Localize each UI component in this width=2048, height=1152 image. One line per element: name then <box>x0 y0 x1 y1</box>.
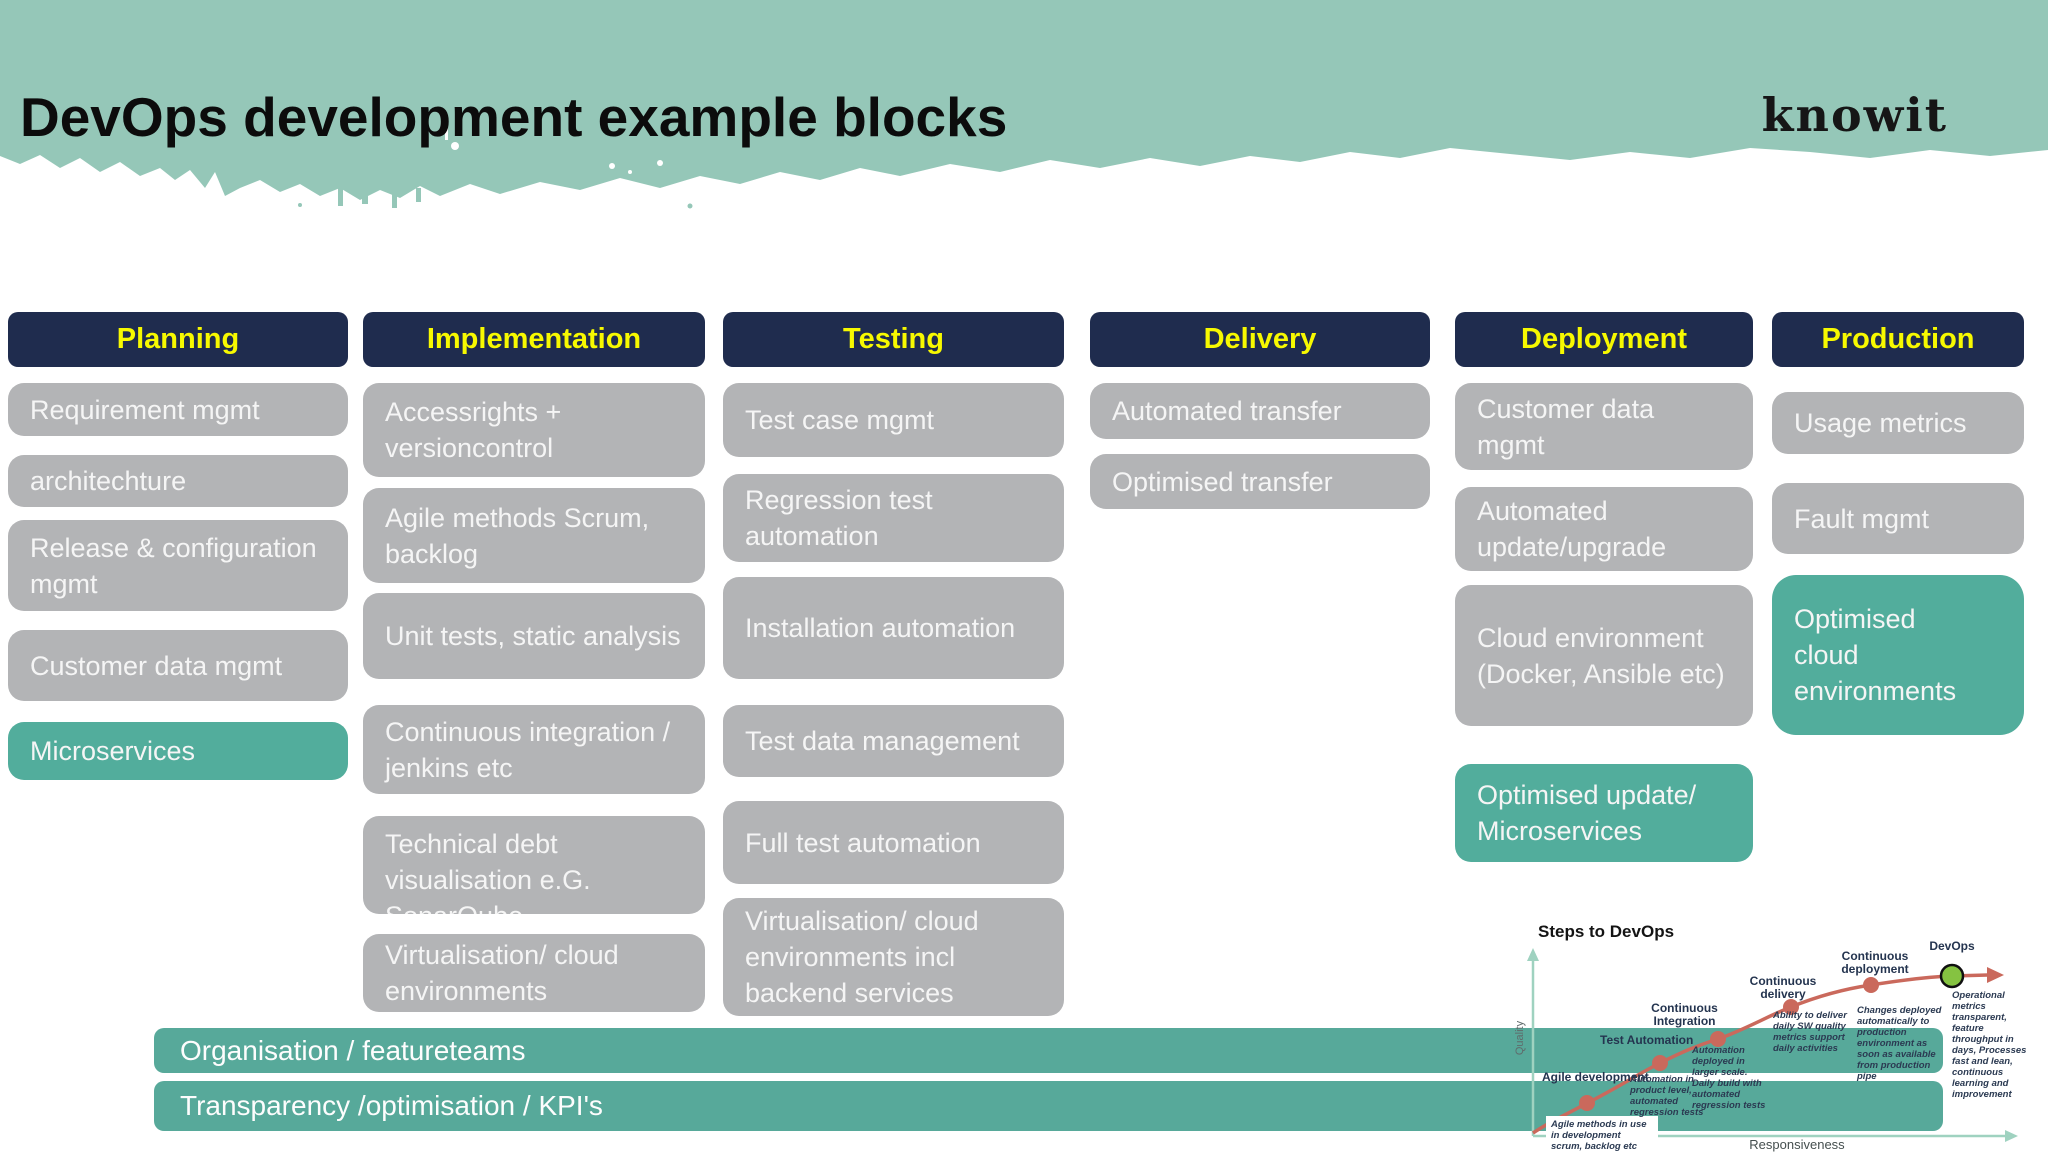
column-header-implementation: Implementation <box>363 312 705 367</box>
block-label: Virtualisation/ cloud environments <box>385 940 619 1006</box>
block-cloud-environment-docker-ansible: Cloud environment (Docker, Ansible etc) <box>1455 585 1753 726</box>
block-label: Optimised update/ Microservices <box>1477 780 1697 846</box>
block-full-test-automation: Full test automation <box>723 801 1064 884</box>
block-label: Technical debt visualisation e.G. SonarQ… <box>385 829 591 914</box>
chart-title: Steps to DevOps <box>1538 922 1675 941</box>
block-label: Optimised cloud environments <box>1794 604 1957 706</box>
block-label: Usage metrics <box>1794 408 1967 438</box>
block-installation-automation: Installation automation <box>723 577 1064 679</box>
x-axis-label: Responsiveness <box>1749 1137 1845 1152</box>
dot-agile-development <box>1579 1095 1595 1111</box>
block-agile-methods-scrum-backlog: Agile methods Scrum, backlog <box>363 488 705 583</box>
bar-organisation-featureteams: Organisation / featureteams <box>154 1028 1943 1073</box>
label-test-automation: Test Automation <box>1600 1033 1694 1047</box>
block-automated-update-upgrade: Automated update/upgrade <box>1455 487 1753 571</box>
curve-arrow <box>1987 967 2004 983</box>
block-automated-transfer: Automated transfer <box>1090 383 1430 439</box>
dot-devops <box>1939 963 1965 989</box>
column-header-production: Production <box>1772 312 2024 367</box>
dot-continuous-deployment <box>1863 977 1879 993</box>
block-test-data-management: Test data management <box>723 705 1064 777</box>
dot-test-automation <box>1652 1055 1668 1071</box>
block-label: Microservices <box>30 736 196 766</box>
block-label: Full test automation <box>745 827 981 858</box>
block-label: Cloud environment (Docker, Ansible etc) <box>1477 622 1725 689</box>
block-test-case-mgmt: Test case mgmt <box>723 383 1064 457</box>
block-requirement-mgmt: Requirement mgmt <box>8 383 348 436</box>
block-continuous-integration-jenkins: Continuous integration / jenkins etc <box>363 705 705 794</box>
block-microservices: Microservices <box>8 722 348 780</box>
block-technical-debt-sonarqube: Technical debt visualisation e.G. SonarQ… <box>363 816 705 914</box>
block-label: Customer data mgmt <box>30 650 283 681</box>
block-label: Automated transfer <box>1112 396 1342 426</box>
y-axis-arrow <box>1527 948 1539 961</box>
note-continuous-delivery: Ability to deliver daily SW quality metr… <box>1773 1010 1847 1054</box>
block-virtualisation-incl-backend: Virtualisation/ cloud environments incl … <box>723 898 1064 1016</box>
column-delivery: Delivery Automated transfer Optimised tr… <box>1090 0 1430 1152</box>
block-label: Regression test automation <box>745 485 933 551</box>
block-label: Release & configuration mgmt <box>30 532 317 599</box>
note-continuous-deployment: Changes deployed automatically to produc… <box>1857 1005 1942 1082</box>
block-label: Automated update/upgrade <box>1477 496 1667 562</box>
dot-continuous-delivery <box>1783 999 1799 1015</box>
label-continuous-deployment: Continuous deployment <box>1841 949 1909 976</box>
column-testing: Testing Test case mgmt Regression test a… <box>723 0 1064 1152</box>
block-label: Unit tests, static analysis <box>385 621 681 651</box>
label-continuous-delivery: Continuous delivery <box>1749 974 1817 1001</box>
label-devops: DevOps <box>1929 939 1975 953</box>
note-agile-development: Agile methods in use in development scru… <box>1546 1116 1658 1152</box>
note-continuous-integration: Automation deployed in larger scale. Dai… <box>1692 1045 1766 1111</box>
column-deployment: Deployment Customer data mgmt Automated … <box>1455 0 1753 1152</box>
torn-paper-band <box>0 0 2048 209</box>
note-devops: Operational metrics transparent, feature… <box>1952 990 2027 1100</box>
block-optimised-transfer: Optimised transfer <box>1090 454 1430 509</box>
column-header-testing: Testing <box>723 312 1064 367</box>
block-label: Test case mgmt <box>745 405 935 435</box>
column-header-planning: Planning <box>8 312 348 367</box>
label-agile-development: Agile development <box>1542 1070 1649 1084</box>
block-label: Requirement mgmt <box>30 394 260 425</box>
block-unit-tests-static-analysis: Unit tests, static analysis <box>363 593 705 679</box>
note-test-automation: Automation in product level, automated r… <box>1630 1074 1704 1118</box>
block-architechture: architechture <box>8 455 348 507</box>
column-implementation: Implementation Accessrights + versioncon… <box>363 0 705 1152</box>
block-release-configuration-mgmt: Release & configuration mgmt <box>8 520 348 611</box>
block-virtualisation-cloud-environments: Virtualisation/ cloud environments <box>363 934 705 1012</box>
block-regression-test-automation: Regression test automation <box>723 474 1064 562</box>
x-axis-arrow <box>2005 1130 2018 1142</box>
label-continuous-integration: Continuous Integration <box>1651 1001 1718 1028</box>
column-planning: Planning Requirement mgmt architechture … <box>8 0 348 1152</box>
block-label: Customer data mgmt <box>1477 393 1655 460</box>
steps-to-devops-chart: Steps to DevOps Quality Responsiveness A… <box>1512 914 2048 1152</box>
block-label: Continuous integration / jenkins etc <box>385 716 671 783</box>
column-production: Production Usage metrics Fault mgmt Opti… <box>1772 0 2024 1152</box>
block-optimised-cloud-environments: Optimised cloud environments <box>1772 575 2024 735</box>
block-customer-data-mgmt-deploy: Customer data mgmt <box>1455 383 1753 470</box>
knowit-logo: knowit <box>1761 88 1948 142</box>
column-header-deployment: Deployment <box>1455 312 1753 367</box>
block-label: Fault mgmt <box>1794 503 1930 534</box>
bar-label: Transparency /optimisation / KPI's <box>180 1090 603 1121</box>
block-label: Accessrights + versioncontrol <box>385 397 562 463</box>
block-label: Optimised transfer <box>1112 466 1333 497</box>
dot-continuous-integration <box>1710 1031 1726 1047</box>
block-label: architechture <box>30 466 187 496</box>
steps-chart-canvas <box>1527 948 2018 1142</box>
block-customer-data-mgmt: Customer data mgmt <box>8 630 348 701</box>
block-label: Installation automation <box>745 613 1016 643</box>
bar-label: Organisation / featureteams <box>180 1034 526 1066</box>
block-usage-metrics: Usage metrics <box>1772 392 2024 454</box>
y-axis-label: Quality <box>1514 1020 1526 1056</box>
block-label: Virtualisation/ cloud environments incl … <box>745 906 979 1008</box>
block-optimised-update-microservices: Optimised update/ Microservices <box>1455 764 1753 862</box>
block-label: Agile methods Scrum, backlog <box>385 502 650 569</box>
page-title: DevOps development example blocks <box>20 85 1008 148</box>
column-header-delivery: Delivery <box>1090 312 1430 367</box>
block-accessrights-versioncontrol: Accessrights + versioncontrol <box>363 383 705 477</box>
block-fault-mgmt: Fault mgmt <box>1772 483 2024 554</box>
block-label: Test data management <box>745 726 1020 756</box>
